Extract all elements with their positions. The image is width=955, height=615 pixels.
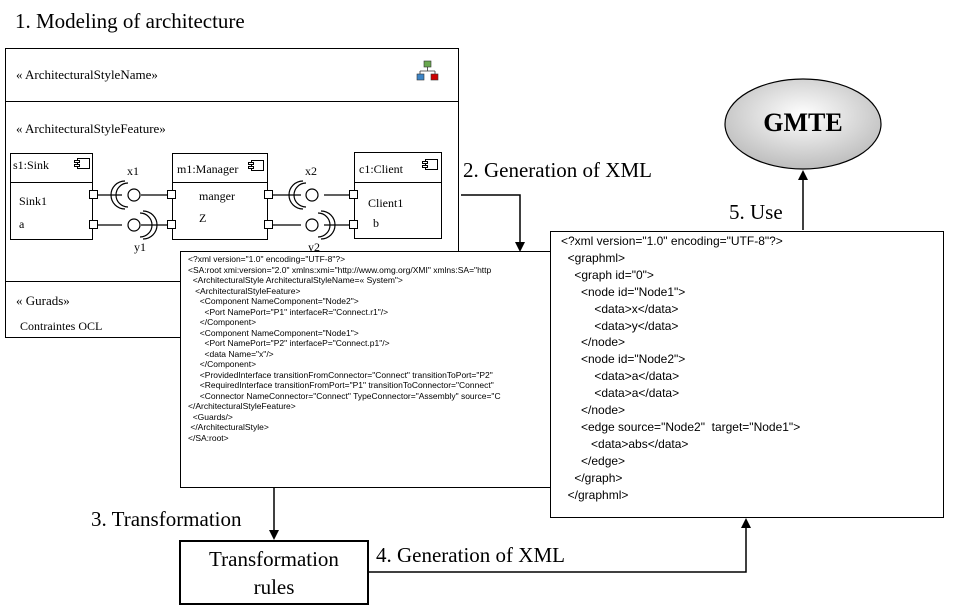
graphml-line: <edge source="Node2" target="Node1"> <box>561 419 801 434</box>
port <box>264 190 273 199</box>
component-client: c1:Client Client1 b <box>354 152 442 239</box>
xml-source-line: <Connector NameConnector="Connect" TypeC… <box>188 390 501 401</box>
rules-line2: rules <box>253 575 295 599</box>
graphml-line: <data>a</data> <box>561 369 680 384</box>
port <box>89 220 98 229</box>
graphml-line: </node> <box>561 335 626 350</box>
connector-y1-socket <box>139 210 158 240</box>
port <box>89 190 98 199</box>
graphml-line: <data>x</data> <box>561 301 679 316</box>
component-title: c1:Client <box>359 162 403 176</box>
step-4-label: 4. Generation of XML <box>376 543 565 567</box>
xml-source-line: </Component> <box>188 359 257 369</box>
gurads-label: « Gurads» <box>16 293 70 308</box>
connector-y2-ball <box>305 218 319 232</box>
step-5-label: 5. Use <box>729 200 783 224</box>
transformation-rules-box: Transformation rules <box>179 540 369 605</box>
connector-y2-socket <box>317 210 336 240</box>
xml-source-line: <Port NamePort="P1" interfaceR="Connect.… <box>188 306 389 317</box>
graphml-line: <?xml version="1.0" encoding="UTF-8"?> <box>561 234 783 248</box>
connector-y2-label: y2 <box>308 240 320 254</box>
xml-source-line: <RequiredInterface transitionFromPort="P… <box>188 380 494 390</box>
xml-source-content: <?xml version="1.0" encoding="UTF-8"?><S… <box>188 254 501 443</box>
graphml-content: <?xml version="1.0" encoding="UTF-8"?> <… <box>561 233 800 504</box>
gmte-ellipse <box>724 78 882 170</box>
graphml-line: <node id="Node1"> <box>561 284 686 299</box>
ocl-label: Contraintes OCL <box>20 319 103 333</box>
component-icon <box>248 160 264 171</box>
port <box>167 220 176 229</box>
graphml-line: <graph id="0"> <box>561 267 654 282</box>
connector-x2-label: x2 <box>305 164 317 178</box>
component-divider <box>355 182 441 183</box>
gmte-label: GMTE <box>763 108 843 137</box>
component-title: m1:Manager <box>177 162 239 176</box>
port <box>167 190 176 199</box>
graphml-line: </node> <box>561 403 626 418</box>
component-icon <box>422 159 438 170</box>
component-line2: a <box>19 217 25 231</box>
xml-source-line: </ArchitecturalStyleFeature> <box>188 401 296 411</box>
component-line1: manger <box>199 189 235 203</box>
component-line2: Z <box>199 211 207 225</box>
connector-x2-lines <box>273 194 349 226</box>
graphml-line: <data>y</data> <box>561 318 679 333</box>
component-title: s1:Sink <box>13 158 50 172</box>
connector-x1-ball <box>127 188 141 202</box>
connector-x2-ball <box>305 188 319 202</box>
connector-x1-socket <box>110 180 129 210</box>
xml-source-line: </SA:root> <box>188 432 229 443</box>
component-divider <box>173 182 267 183</box>
xml-source-line: <Guards/> <box>188 411 233 422</box>
port <box>349 220 358 229</box>
port <box>264 220 273 229</box>
xml-source-line: <ArchitecturalStyleFeature> <box>188 285 301 296</box>
divider-top <box>6 101 458 102</box>
xml-source-line: <Component NameComponent="Node2"> <box>188 296 359 306</box>
component-line1: Client1 <box>368 196 404 210</box>
graphml-line: </edge> <box>561 453 626 468</box>
xml-source-line: <ArchitecturalStyle ArchitecturalStyleNa… <box>188 275 403 285</box>
style-feature-label: « ArchitecturalStyleFeature» <box>16 121 166 136</box>
hierarchy-icon <box>416 59 440 83</box>
graphml-line: <data>a</data> <box>561 386 680 401</box>
component-line1: Sink1 <box>19 194 48 208</box>
step-2-label: 2. Generation of XML <box>463 158 652 182</box>
xml-source-line: <?xml version="1.0" encoding="UTF-8"?> <box>188 254 346 264</box>
port <box>349 190 358 199</box>
xml-source-box: <?xml version="1.0" encoding="UTF-8"?><S… <box>180 251 552 488</box>
connector-x1-label: x1 <box>127 164 139 178</box>
arrow-generation-xml-4 <box>369 518 751 573</box>
connector-y1-label: y1 <box>134 240 146 254</box>
xml-source-line: </ArchitecturalStyle> <box>188 422 269 432</box>
component-icon <box>74 158 90 169</box>
connector-y1-ball <box>127 218 141 232</box>
step-1-label: 1. Modeling of architecture <box>15 9 245 33</box>
xml-source-line: </Component> <box>188 317 257 327</box>
graphml-box: <?xml version="1.0" encoding="UTF-8"?> <… <box>550 231 944 518</box>
xml-source-line: <data Name="x"/> <box>188 348 274 359</box>
graphml-line: <data>abs</data> <box>561 436 689 451</box>
style-name-label: « ArchitecturalStyleName» <box>16 67 158 82</box>
graphml-line: </graph> <box>561 470 623 485</box>
xml-source-line: <Port NamePort="P2" interfaceP="Connect.… <box>188 338 390 348</box>
graphml-line: <graphml> <box>561 250 626 265</box>
xml-source-line: <ProvidedInterface transitionFromConnect… <box>188 369 493 380</box>
xml-source-line: <SA:root xmi:version="2.0" xmlns:xmi="ht… <box>188 264 492 275</box>
component-line2: b <box>373 216 379 230</box>
graphml-line: </graphml> <box>561 487 629 502</box>
graphml-line: <node id="Node2"> <box>561 352 686 367</box>
xml-source-line: <Component NameComponent="Node1"> <box>188 327 359 338</box>
component-sink: s1:Sink Sink1 a <box>10 153 93 240</box>
connector-x1-lines <box>98 194 167 226</box>
step-3-label: 3. Transformation <box>91 507 242 531</box>
rules-line1: Transformation <box>209 547 339 571</box>
connector-x2-socket <box>288 180 307 210</box>
component-divider <box>11 182 92 183</box>
arrow-generation-xml-2 <box>461 194 525 252</box>
